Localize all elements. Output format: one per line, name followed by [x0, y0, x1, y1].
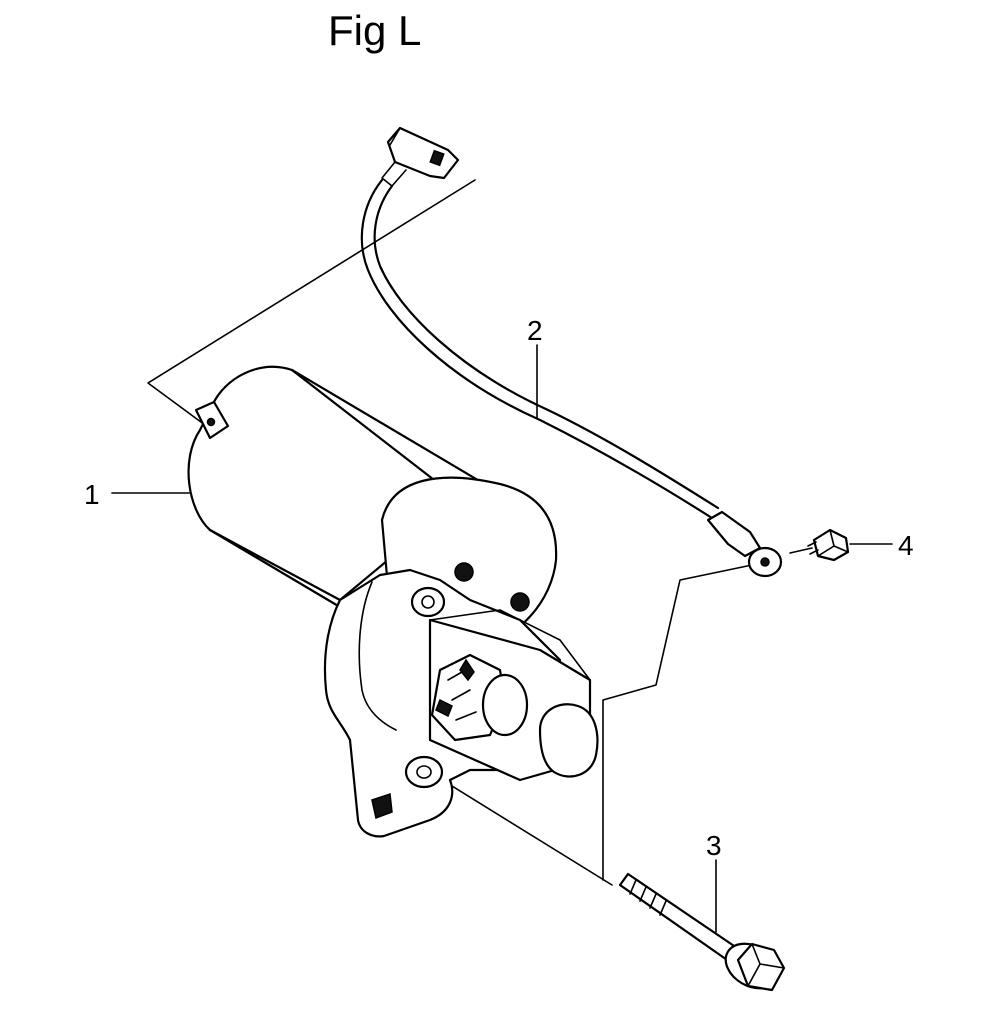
- callout-1: 1: [84, 479, 191, 510]
- callout-4: 4: [849, 530, 914, 561]
- flange-bolt: [618, 872, 786, 992]
- callout-number-1: 1: [84, 479, 100, 510]
- callout-2: 2: [527, 315, 543, 419]
- starter-cable: [360, 126, 783, 578]
- figure-title: Fig L: [328, 7, 422, 54]
- callout-number-2: 2: [527, 315, 543, 346]
- callout-3: 3: [706, 830, 722, 933]
- callout-number-4: 4: [898, 530, 914, 561]
- starter-motor: [187, 365, 599, 838]
- terminal-nut: [807, 528, 850, 562]
- callout-number-3: 3: [706, 830, 722, 861]
